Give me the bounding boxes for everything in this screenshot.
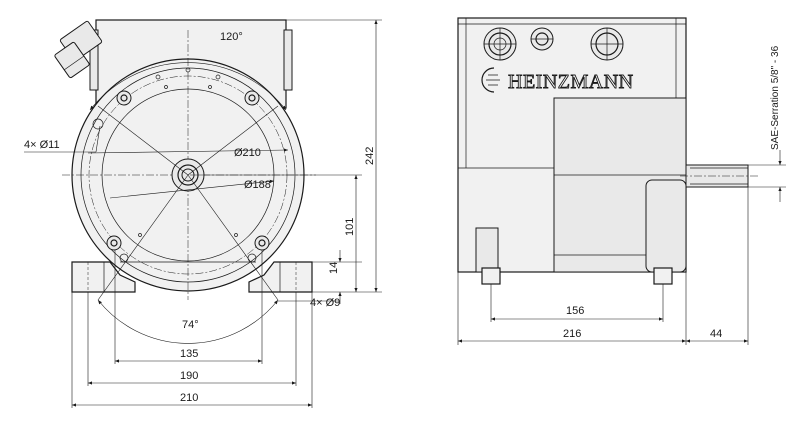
connector-right-icon (590, 27, 624, 61)
width-190-label: 190 (180, 370, 198, 382)
cable-gland-icon (54, 20, 103, 79)
small-dots (138, 67, 238, 237)
angle-120-label: 120° (220, 31, 243, 43)
height-242-label: 242 (364, 147, 376, 165)
connector-icon (483, 27, 517, 61)
length-156-label: 156 (566, 305, 584, 317)
height-101-label: 101 (344, 218, 356, 236)
svg-text:HEINZMANN: HEINZMANN (508, 71, 634, 93)
holes-feet-label: 4× Ø9 (310, 297, 340, 309)
width-210-label: 210 (180, 392, 198, 404)
shaft-spec-label: SAE-Serration 5/8" - 36 (770, 45, 781, 150)
flange-holes (92, 90, 270, 263)
length-216-label: 216 (563, 328, 581, 340)
shaft-44-label: 44 (710, 328, 722, 340)
holes-flange-label: 4× Ø11 (24, 139, 60, 151)
pilot-label: Ø188 (244, 179, 271, 191)
side-view: HEINZMANN (457, 17, 786, 345)
bolt-circle-label: Ø210 (234, 147, 261, 159)
width-135-label: 135 (180, 348, 198, 360)
height-14-label: 14 (328, 262, 340, 274)
angle-74-label: 74° (182, 319, 199, 331)
connector-small-icon (530, 27, 554, 51)
front-view (24, 19, 382, 408)
heinzmann-logo: HEINZMANN (481, 67, 634, 93)
